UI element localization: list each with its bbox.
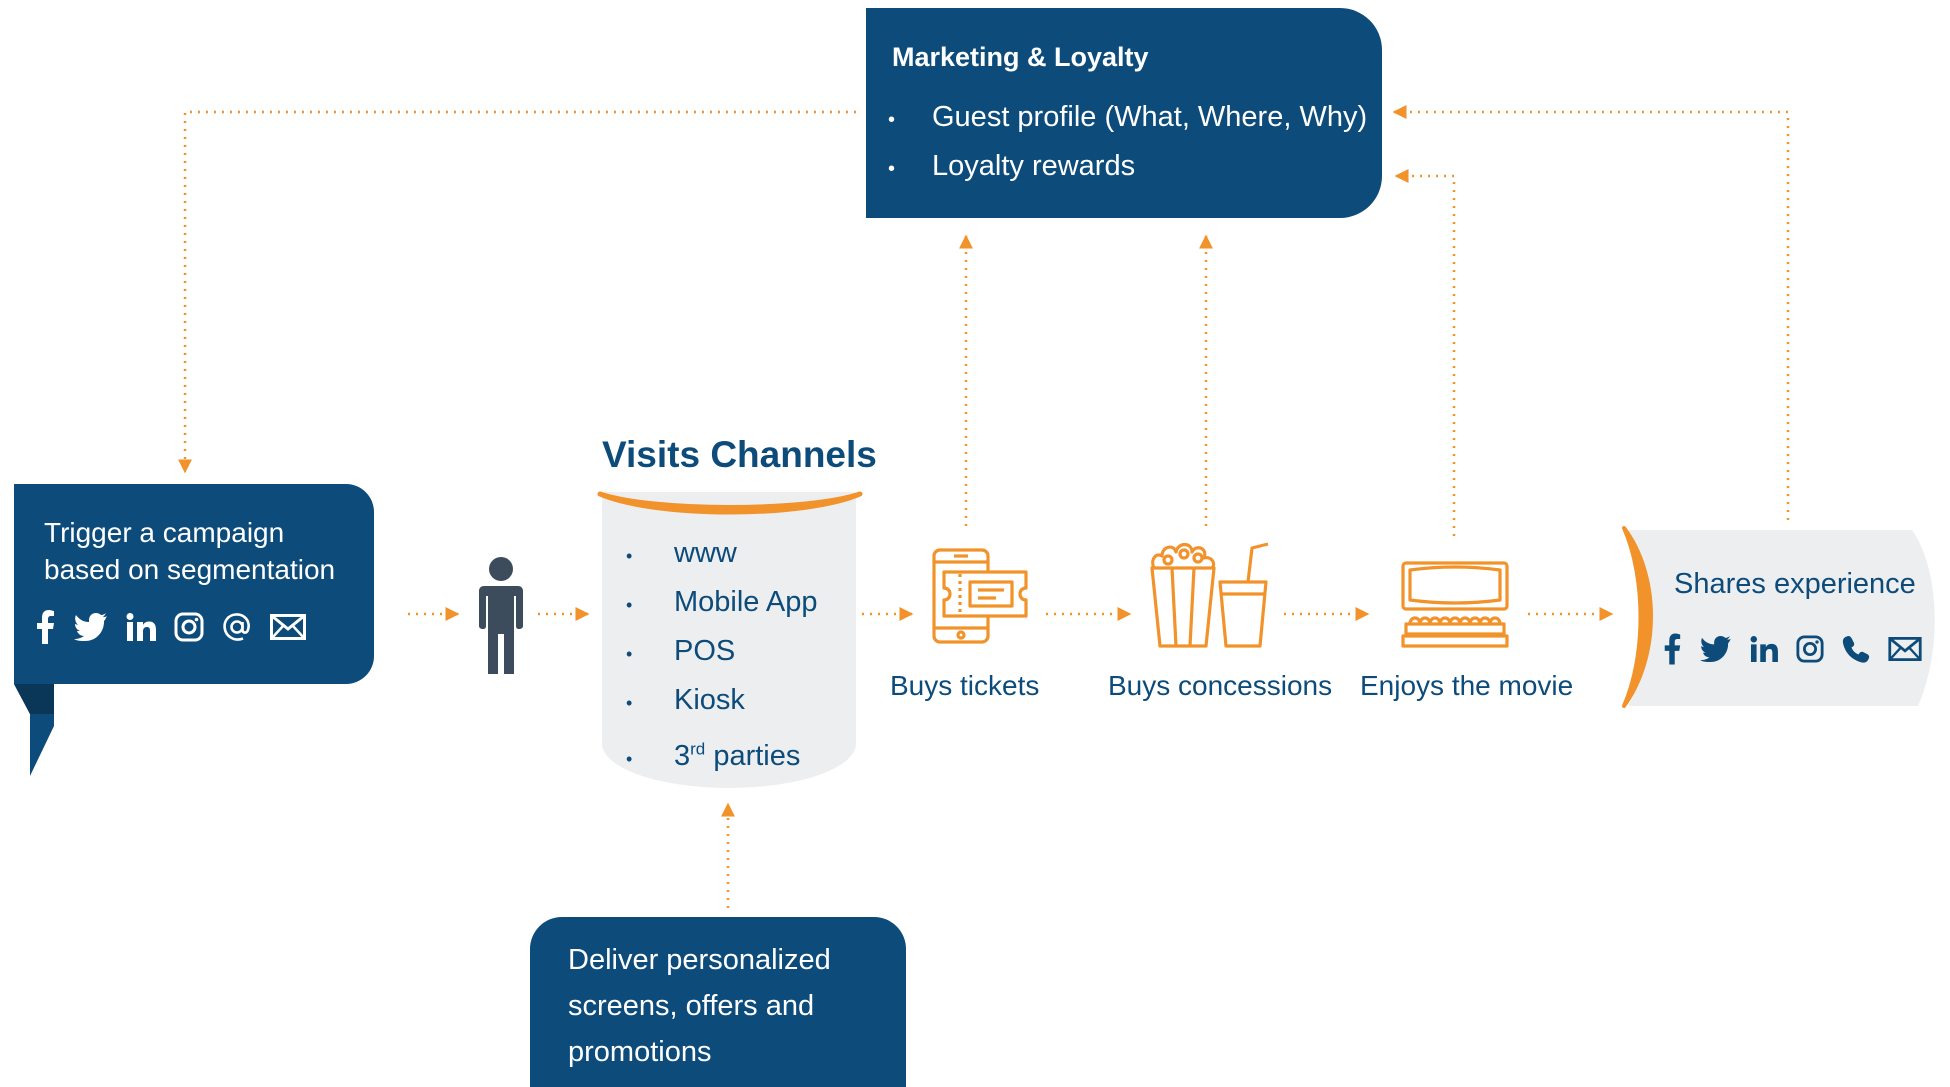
guest-profile-label: Guest profile (What, Where, Why) — [932, 101, 1368, 133]
trigger-campaign-box: Trigger a campaign based on segmentation — [14, 484, 374, 684]
cinema-seats-icon — [1401, 561, 1509, 648]
instagram-icon — [1796, 635, 1824, 663]
deliver-personalized-text: Deliver personalized screens, offers and… — [568, 944, 831, 1068]
envelope-icon — [270, 614, 306, 640]
at-sign-icon — [222, 612, 252, 642]
list-item: •POS — [626, 635, 736, 667]
visits-channels-list: •www •Mobile App •POS •Kiosk •3rd partie… — [626, 530, 818, 782]
list-item: •www — [626, 537, 737, 569]
arrow-movie-to-marketing — [1394, 169, 1456, 536]
person-icon — [479, 557, 523, 674]
deliver-personalized-box: Deliver personalized screens, offers and… — [530, 917, 906, 1087]
facebook-icon — [1662, 632, 1682, 666]
twitter-icon — [74, 613, 108, 641]
list-item: •3rd parties — [626, 739, 801, 772]
arrow-shares-to-marketing — [1392, 105, 1790, 520]
channel-pos: POS — [674, 635, 736, 667]
shares-experience-card — [1622, 526, 1935, 708]
trigger-social-icons — [34, 610, 306, 644]
linkedin-icon — [1750, 636, 1778, 662]
marketing-loyalty-box: Marketing & Loyalty •Guest profile (What… — [866, 8, 1382, 218]
visits-swoosh-accent — [597, 491, 863, 515]
shares-social-icons — [1662, 632, 1922, 666]
visits-channels-card — [602, 492, 856, 788]
facebook-icon — [34, 610, 56, 644]
marketing-loyalty-title: Marketing & Loyalty — [892, 42, 1149, 72]
instagram-icon — [174, 612, 204, 642]
channel-kiosk: Kiosk — [674, 684, 745, 716]
envelope-icon — [1888, 637, 1922, 661]
channel-third-parties: 3rd parties — [674, 739, 801, 772]
channel-mobile-app: Mobile App — [674, 586, 818, 618]
shares-experience-text: Shares experience — [1674, 568, 1916, 600]
linkedin-icon — [126, 613, 156, 641]
list-item: •Kiosk — [626, 684, 745, 716]
trigger-ribbon-tail — [14, 680, 54, 776]
list-item: •Guest profile (What, Where, Why) — [888, 101, 1368, 133]
channel-www: www — [674, 537, 737, 569]
arrow-marketing-to-trigger — [178, 110, 856, 474]
trigger-campaign-text: Trigger a campaign based on segmentation — [44, 517, 336, 585]
popcorn-drink-icon — [1150, 542, 1269, 648]
phone-icon — [1842, 635, 1870, 663]
phone-ticket-icon — [932, 548, 1028, 644]
marketing-loyalty-list: •Guest profile (What, Where, Why) •Loyal… — [888, 94, 1367, 192]
buys-concessions-label: Buys concessions — [1108, 670, 1333, 701]
list-item: •Mobile App — [626, 586, 818, 618]
twitter-icon — [1700, 636, 1732, 662]
loyalty-rewards-label: Loyalty rewards — [932, 150, 1136, 182]
list-item: •Loyalty rewards — [888, 150, 1136, 182]
buys-tickets-label: Buys tickets — [890, 670, 1040, 701]
visits-channels-title: Visits Channels — [602, 434, 877, 475]
enjoys-movie-label: Enjoys the movie — [1360, 670, 1574, 701]
